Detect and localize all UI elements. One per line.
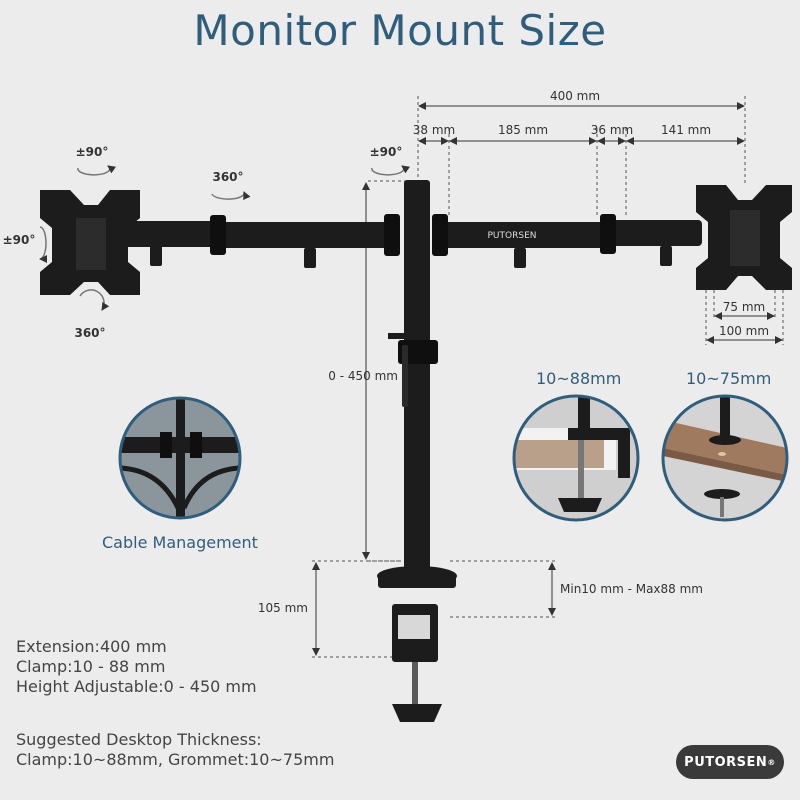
arm-right-inner (438, 222, 604, 248)
label-tilt-top: ±90° (76, 145, 109, 159)
page-title: Monitor Mount Size (193, 6, 607, 55)
dim-height-range: 0 - 450 mm (328, 369, 398, 383)
inset-clamp (512, 394, 640, 522)
arm-right-outer (610, 220, 702, 246)
inset-grommet (661, 394, 789, 522)
rotation-arrows (39, 165, 411, 311)
dim-total-width: 400 mm (550, 89, 600, 103)
dim-clamp-range: Min10 mm - Max88 mm (560, 582, 703, 596)
spec-list: Extension:400 mm Clamp:10 - 88 mm Height… (16, 637, 257, 697)
mount-hardware (40, 180, 792, 722)
arm-left-inner (222, 222, 398, 248)
rotate-arrow-icon (77, 165, 117, 176)
clamp-screw (412, 662, 418, 707)
rotate-arrow-icon (371, 165, 411, 176)
caption-grommet-range: 10~75mm (686, 369, 772, 388)
rotate-arrow-icon (79, 289, 110, 311)
brand-logo-text: PUTORSEN (684, 754, 768, 770)
arm-brand-text: PUTORSEN (488, 231, 537, 241)
arm-left-outer (118, 221, 218, 247)
dimension-arrows (312, 102, 783, 656)
clamp-knob (392, 704, 442, 722)
suggested-thickness: Suggested Desktop Thickness: Clamp:10~88… (16, 730, 334, 770)
pole (404, 180, 430, 575)
dim-vesa-large: 100 mm (719, 324, 769, 338)
label-swivel-arm: 360° (212, 170, 243, 184)
inset-cable-management (118, 396, 242, 520)
spec-extension: Extension:400 mm (16, 637, 167, 656)
caption-cable-management: Cable Management (102, 533, 258, 552)
suggest-heading: Suggested Desktop Thickness: (16, 730, 262, 749)
dim-base-height: 105 mm (258, 601, 308, 615)
label-rotate-bottom: 360° (74, 326, 105, 340)
dim-seg3: 36 mm (591, 123, 633, 137)
suggest-values: Clamp:10~88mm, Grommet:10~75mm (16, 750, 335, 769)
dim-seg2: 185 mm (498, 123, 548, 137)
spec-height: Height Adjustable:0 - 450 mm (16, 677, 257, 696)
registered-mark: ® (767, 757, 776, 767)
brand-logo: PUTORSEN® (676, 745, 784, 779)
dim-seg1: 38 mm (413, 123, 455, 137)
spec-clamp: Clamp:10 - 88 mm (16, 657, 166, 676)
dim-seg4: 141 mm (661, 123, 711, 137)
label-pole-rotate: ±90° (370, 145, 403, 159)
label-tilt-left: ±90° (3, 233, 36, 247)
rotate-arrow-icon (39, 226, 48, 263)
rotate-arrow-icon (211, 191, 251, 201)
caption-clamp-range: 10~88mm (536, 369, 622, 388)
dim-vesa-small: 75 mm (723, 300, 765, 314)
